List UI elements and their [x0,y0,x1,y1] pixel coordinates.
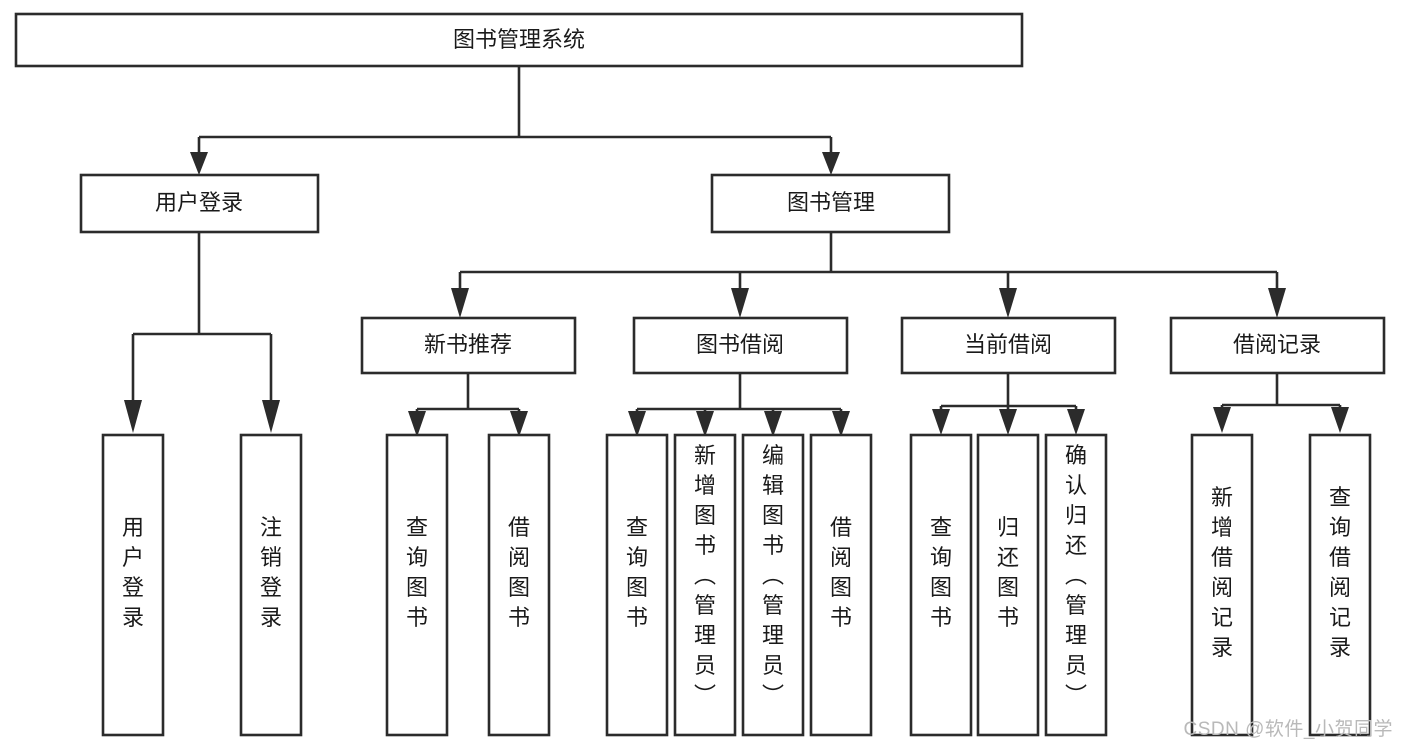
arrow-head-br-2 [1331,407,1349,433]
node-user-login-box[interactable] [79,173,320,234]
leaf-node[interactable]: 查询图书 [605,433,669,737]
arrow-head-user-login [190,152,208,175]
node-new-book-recommend-box[interactable] [360,316,577,375]
leaf-node[interactable]: 借阅图书 [487,433,551,737]
arrow-head-bb-4 [832,411,850,437]
arrow-head-bm-2 [731,288,749,318]
leaf-bb-borrow-book-box[interactable] [809,433,873,737]
node-borrow-record-label: 借阅记录 [1233,332,1321,357]
arrow-head-bm-3 [999,288,1017,318]
leaf-node[interactable]: 查询图书 [909,433,973,737]
leaf-node[interactable]: 注销登录 [239,433,303,737]
leaf-nb-query-book-box[interactable] [385,433,449,737]
arrow-head-bb-1 [628,411,646,437]
leaf-node[interactable]: 确认归还︵管理员︶ [1044,433,1108,737]
leaf-bb-borrow-book-label: 借阅图书 [830,515,852,630]
leaf-br-query-record-box[interactable] [1308,433,1372,737]
node-new-book-recommend[interactable]: 新书推荐 [360,316,577,375]
node-root-label: 图书管理系统 [453,27,585,52]
node-current-borrow[interactable]: 当前借阅 [900,316,1117,375]
arrow-head-cb-1 [932,409,950,435]
leaf-logout-box[interactable] [239,433,303,737]
leaf-node[interactable]: 编辑图书︵管理员︶ [741,433,805,737]
node-book-manage-box[interactable] [710,173,951,234]
node-current-borrow-box[interactable] [900,316,1117,375]
leaf-nb-borrow-book-box[interactable] [487,433,551,737]
arrow-head-bb-2 [696,411,714,437]
node-user-login-label: 用户登录 [155,190,243,215]
arrow-head-bb-3 [764,411,782,437]
leaf-logout-label: 注销登录 [260,515,282,630]
leaf-cb-return-book-label: 归还图书 [997,515,1019,630]
arrow-head-nb-2 [510,411,528,437]
leaf-cb-confirm-return-box[interactable] [1044,433,1108,737]
leaf-br-add-record-box[interactable] [1190,433,1254,737]
arrow-head-book-manage [822,152,840,175]
leaf-user-login-label: 用户登录 [122,515,144,630]
connectors-layer [124,66,1349,437]
leaf-bb-edit-book-box[interactable] [741,433,805,737]
leaf-cb-query-book-label: 查询图书 [930,515,952,630]
arrow-head-nb-1 [408,411,426,437]
node-book-borrow[interactable]: 图书借阅 [632,316,849,375]
leaf-cb-confirm-return-label: 确认归还︵管理员︶ [1065,443,1087,708]
leaf-bb-add-book-label: 新增图书︵管理员︶ [694,443,716,708]
arrow-head-bm-4 [1268,288,1286,318]
node-user-login[interactable]: 用户登录 [79,173,320,234]
node-current-borrow-label: 当前借阅 [964,332,1052,357]
arrow-head-bm-1 [451,288,469,318]
node-borrow-record[interactable]: 借阅记录 [1169,316,1386,375]
node-book-borrow-label: 图书借阅 [696,332,784,357]
arrow-head-cb-3 [1067,409,1085,435]
leaf-cb-return-book-box[interactable] [976,433,1040,737]
leaf-node[interactable]: 新增图书︵管理员︶ [673,433,737,737]
leaf-node[interactable]: 借阅图书 [809,433,873,737]
leaf-user-login-box[interactable] [101,433,165,737]
node-new-book-recommend-label: 新书推荐 [424,332,512,357]
leaf-bb-query-book-label: 查询图书 [626,515,648,630]
arrow-head-cb-2 [999,409,1017,435]
leaf-nb-borrow-book-label: 借阅图书 [508,515,530,630]
node-borrow-record-box[interactable] [1169,316,1386,375]
node-root-box[interactable] [14,12,1024,68]
node-root[interactable]: 图书管理系统 [14,12,1024,68]
leaf-node[interactable]: 查询图书 [385,433,449,737]
leaf-node[interactable]: 新增借阅记录 [1190,433,1254,737]
leaf-bb-query-book-box[interactable] [605,433,669,737]
node-book-borrow-box[interactable] [632,316,849,375]
leaf-bb-add-book-box[interactable] [673,433,737,737]
leaf-node[interactable]: 归还图书 [976,433,1040,737]
node-book-manage-label: 图书管理 [787,190,875,215]
leaf-bb-edit-book-label: 编辑图书︵管理员︶ [762,443,784,708]
leaf-br-query-record-label: 查询借阅记录 [1329,485,1351,660]
leaf-nb-query-book-label: 查询图书 [406,515,428,630]
arrow-head-br-1 [1213,407,1231,433]
leaf-node[interactable]: 用户登录 [101,433,165,737]
arrow-head-ul-1 [124,400,142,433]
leaf-node[interactable]: 查询借阅记录 [1308,433,1372,737]
node-book-manage[interactable]: 图书管理 [710,173,951,234]
leaf-br-add-record-label: 新增借阅记录 [1211,485,1233,660]
arrow-head-ul-2 [262,400,280,433]
leaf-cb-query-book-box[interactable] [909,433,973,737]
